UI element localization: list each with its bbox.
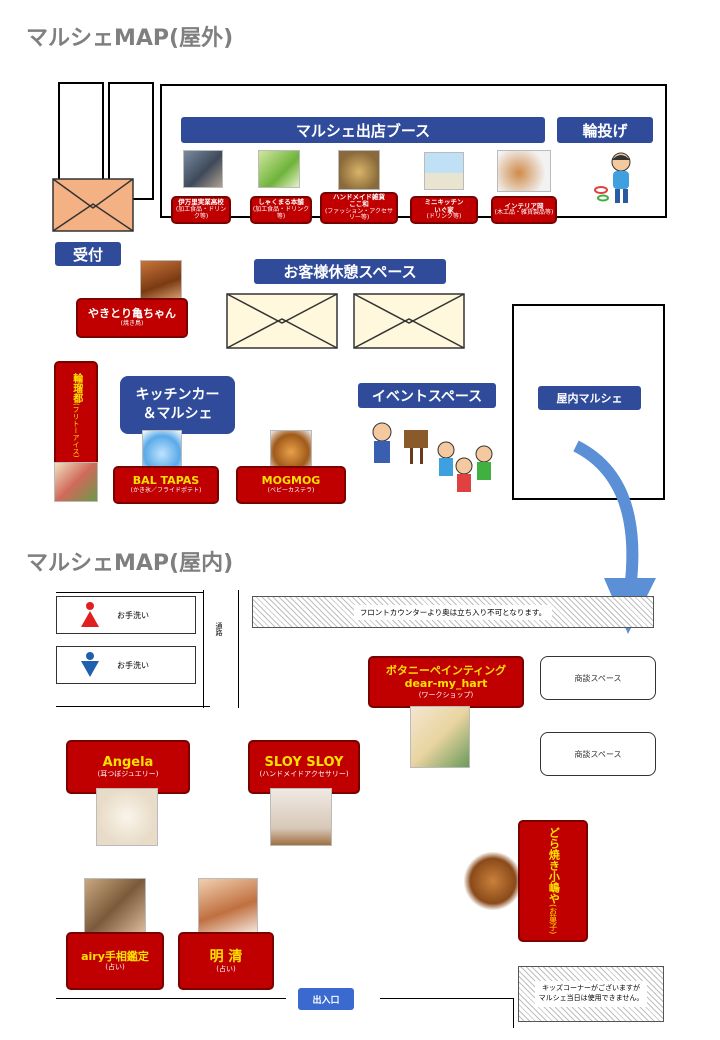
sloy-label: SLOY SLOY(ハンドメイドアクセサリー) xyxy=(248,740,360,794)
rest-space-label: お客様休憩スペース xyxy=(254,259,446,284)
booth-sub: (加工食品・ドリンク等) xyxy=(175,205,227,220)
outdoor-map-title: マルシェMAP(屋外) xyxy=(26,26,234,51)
kids-corner-area: キッズコーナーがございますが マルシェ当日は使用できません。 xyxy=(518,966,664,1022)
botanical-label: ボタニーペインティング dear-my_hart(ワークショップ) xyxy=(368,656,524,708)
booth-name: 伊万里実業高校 xyxy=(178,198,224,207)
botanical-photo xyxy=(410,706,470,768)
airy-label: airy手相鑑定(占い) xyxy=(66,932,164,990)
vendor-sub: (フリトーアイス) xyxy=(72,402,81,458)
toilet-women: お手洗い xyxy=(56,596,196,634)
toilet-men: お手洗い xyxy=(56,646,196,684)
vendor-name: Angela xyxy=(102,754,154,770)
angela-photo xyxy=(96,788,158,846)
baltapas-label: BAL TAPAS(かき氷／フライドポテト) xyxy=(113,466,219,504)
booth-photo-4 xyxy=(424,152,464,190)
airy-photo xyxy=(84,878,146,936)
vendor-sub: (ハンドメイドアクセサリー) xyxy=(259,770,349,779)
mogmog-label: MOGMOG(ベビーカステラ) xyxy=(236,466,346,504)
wall-bottom-vertical xyxy=(513,998,514,1028)
ring-toss-label: 輪投げ xyxy=(557,117,653,143)
rest-tent-left xyxy=(226,293,338,349)
mogmog-photo xyxy=(270,430,312,470)
booth-name: ミニキッチン いぐ家 xyxy=(424,198,464,214)
rinkido-photo xyxy=(54,462,98,502)
wall-horizontal-top xyxy=(56,592,204,593)
vendor-sub: (ワークショップ) xyxy=(418,690,474,699)
booth-photo-5 xyxy=(497,150,551,192)
booth-name: しゃくまる本舗 xyxy=(258,198,304,207)
sloy-photo xyxy=(270,788,332,846)
angela-label: Angela(耳つぼジュエリー) xyxy=(66,740,190,794)
vendor-name: SLOY SLOY xyxy=(264,754,344,770)
booth-label-2: しゃくまる本舗(加工食品・ドリンク等) xyxy=(250,196,312,224)
vendor-name: airy手相鑑定 xyxy=(81,949,149,963)
vendor-sub: (かき氷／フライドポテト) xyxy=(130,486,202,494)
booth-sub: (ファッション・アクセサリー等) xyxy=(324,207,394,222)
wall-horizontal-bottom xyxy=(56,706,210,707)
vendor-name: MOGMOG xyxy=(261,474,321,488)
booth-label-3: ハンドメイド雑貨 ここ和(ファッション・アクセサリー等) xyxy=(320,192,398,224)
front-counter-area: フロントカウンターより奥は立ち入り不可となります。 xyxy=(252,596,654,628)
vendor-name: ボタニーペインティング dear-my_hart xyxy=(385,664,507,690)
men-toilet-icon xyxy=(81,652,99,677)
booth-photo-3 xyxy=(338,150,380,190)
vendor-sub: (ベビーカステラ) xyxy=(267,486,315,494)
vendor-name: BAL TAPAS xyxy=(132,474,200,488)
yakitori-label: やきとり亀ちゃん(焼き鳥) xyxy=(76,298,188,338)
booth-label-1: 伊万里実業高校(加工食品・ドリンク等) xyxy=(171,196,231,224)
meisei-label: 明 清(占い) xyxy=(178,932,274,990)
vendor-sub: (焼き鳥) xyxy=(120,319,144,327)
ring-toss-illustration xyxy=(594,152,631,203)
toilet-women-label: お手洗い xyxy=(117,610,149,620)
women-toilet-icon xyxy=(81,602,99,627)
booth-name: ハンドメイド雑貨 ここ和 xyxy=(333,192,385,209)
vendor-name: 輪瑠都 xyxy=(70,372,82,403)
wall-vertical-right xyxy=(238,590,239,708)
entrance-label: 出入口 xyxy=(298,988,354,1010)
kids-corner-notice: キッズコーナーがございますが マルシェ当日は使用できません。 xyxy=(534,981,648,1007)
dorayaki-label: どら焼き小嶋や(お菓子) xyxy=(518,820,588,942)
booth-sub: (加工食品・ドリンク等) xyxy=(252,205,310,220)
toilet-men-label: お手洗い xyxy=(117,660,149,670)
meisei-photo xyxy=(198,878,258,936)
dorayaki-photo xyxy=(464,852,522,910)
wall-bottom-left xyxy=(56,998,286,999)
kitchen-car-label: キッチンカー ＆マルシェ xyxy=(120,376,235,434)
rinkido-label: 輪瑠都(フリトーアイス) xyxy=(54,361,98,469)
rest-tent-right xyxy=(353,293,465,349)
front-counter-notice: フロントカウンターより奥は立ち入り不可となります。 xyxy=(353,604,553,620)
baltapas-photo xyxy=(142,430,182,470)
meeting-space-2: 商談スペース xyxy=(540,732,656,776)
wall-vertical-left xyxy=(203,590,204,708)
vendor-name: どら焼き小嶋や xyxy=(547,827,561,905)
wall-bottom-right xyxy=(380,998,514,999)
event-space-label: イベントスペース xyxy=(358,383,496,408)
vendor-sub: (耳つぼジュエリー) xyxy=(97,770,159,779)
booth-label-4: ミニキッチン いぐ家(ドリンク等) xyxy=(410,196,478,224)
booth-label-5: インテリア岡(木工品・雑貨製品等) xyxy=(491,196,557,224)
kitchen-car-text: キッチンカー ＆マルシェ xyxy=(135,387,220,422)
reception-tent-icon xyxy=(52,178,134,232)
meeting-space-1: 商談スペース xyxy=(540,656,656,700)
vendor-name: 明 清 xyxy=(209,948,243,965)
vendor-sub: (占い) xyxy=(105,963,125,972)
vendor-sub: (占い) xyxy=(216,965,236,974)
vendor-sub: (お菓子) xyxy=(548,904,558,935)
indoor-map-title: マルシェMAP(屋内) xyxy=(26,551,234,576)
booth-banner: マルシェ出店ブース xyxy=(181,117,545,143)
reception-label: 受付 xyxy=(55,242,121,266)
booth-sub: (ドリンク等) xyxy=(426,213,462,221)
vendor-name: やきとり亀ちゃん xyxy=(88,307,176,321)
event-kids-illustration xyxy=(372,422,493,492)
booth-photo-2 xyxy=(258,150,300,188)
indoor-marche-label: 屋内マルシェ xyxy=(538,386,641,410)
passage-label: 通路 xyxy=(215,622,223,636)
booth-name: インテリア岡 xyxy=(504,201,544,210)
booth-photo-1 xyxy=(183,150,223,188)
booth-sub: (木工品・雑貨製品等) xyxy=(494,209,554,217)
yakitori-photo xyxy=(140,260,182,300)
